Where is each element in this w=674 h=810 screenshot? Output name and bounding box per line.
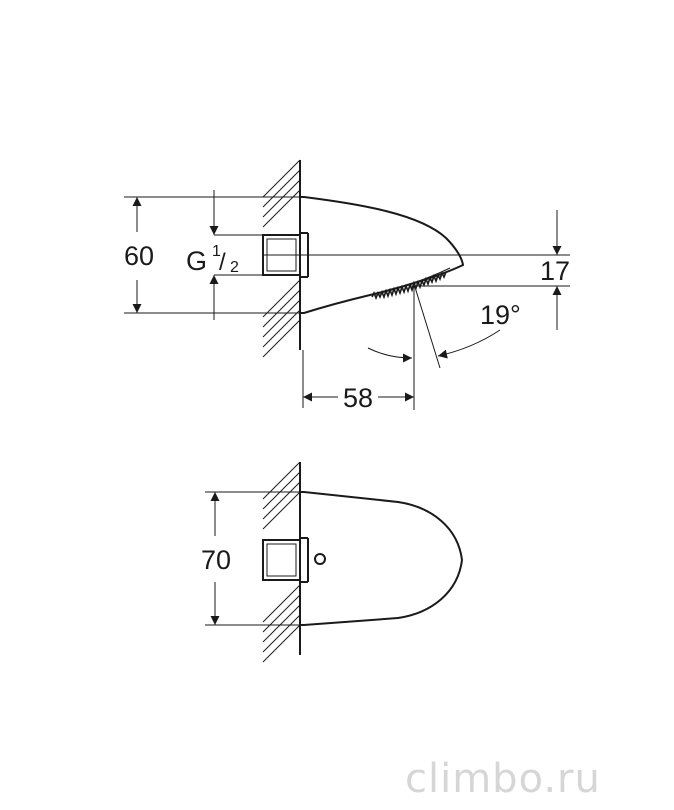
shower-body-side: [300, 196, 465, 314]
dimension-60-label: 60: [124, 241, 154, 271]
hatch-line: [262, 299, 301, 338]
hatch-line: [262, 614, 301, 653]
side-view: 60 G 1 / 2 17 19°: [124, 159, 570, 413]
dimension-17-label: 17: [540, 256, 570, 286]
hatch-line: [262, 481, 301, 520]
hatch-line: [262, 159, 301, 198]
hatch-line: [262, 624, 301, 663]
wall-hatching-upper: [262, 461, 301, 530]
wall-hatching-upper: [262, 159, 301, 228]
dimension-58: 58: [302, 350, 414, 413]
hatch-line: [262, 491, 301, 530]
thread-label-g: G: [186, 246, 207, 276]
hatch-line: [262, 471, 301, 510]
dimension-angle-label: 19°: [480, 300, 521, 330]
wall-hatching-lower: [262, 584, 301, 663]
dimension-70: 70: [201, 491, 300, 626]
watermark-text: climbo.ru: [405, 756, 601, 802]
nozzle-dot: [314, 553, 326, 565]
hatch-line: [262, 604, 301, 643]
wall-hatching-lower: [262, 279, 301, 358]
spray-nozzles: [371, 267, 451, 301]
dimension-17: 17: [410, 210, 570, 330]
dimension-angle: 19°: [367, 283, 521, 410]
dimension-58-label: 58: [343, 383, 373, 413]
hatch-line: [262, 461, 301, 500]
hatch-line: [262, 169, 301, 208]
hatch-line: [262, 309, 301, 348]
side-wall: [262, 159, 301, 358]
dimension-70-label: 70: [201, 545, 231, 575]
thread-label-numerator: 1: [212, 243, 221, 260]
top-view: 70: [201, 461, 464, 663]
shower-body-top: [300, 491, 464, 626]
top-connector: [262, 537, 309, 583]
hatch-line: [262, 279, 301, 318]
thread-label-slash: /: [219, 249, 226, 276]
hatch-line: [262, 189, 301, 228]
hatch-line: [262, 179, 301, 218]
hatch-line: [262, 319, 301, 358]
hatch-line: [262, 594, 301, 633]
hatch-line: [262, 584, 301, 623]
dimension-thread: G 1 / 2: [186, 190, 263, 320]
hatch-line: [262, 289, 301, 328]
dimension-60: 60: [124, 196, 300, 314]
thread-label-denominator: 2: [230, 259, 239, 276]
